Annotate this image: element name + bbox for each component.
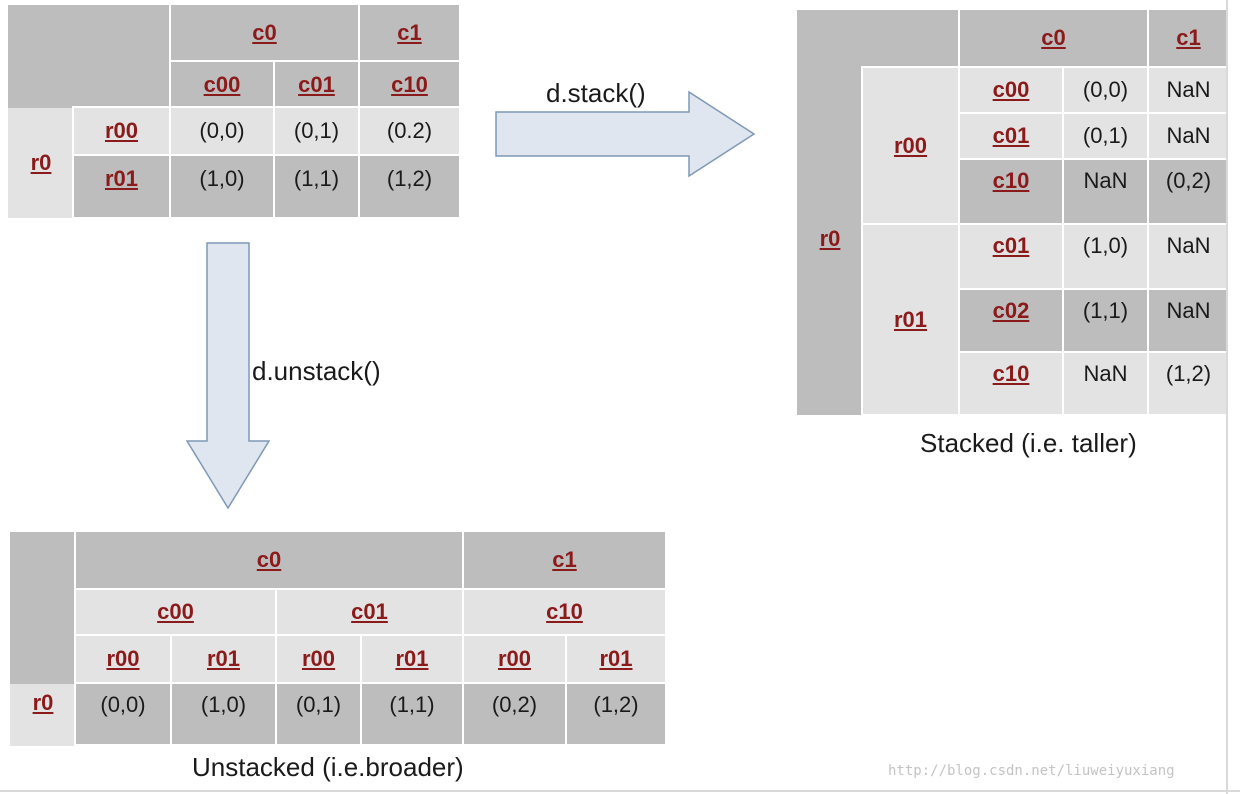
- value-cell: (1,0): [169, 154, 275, 219]
- corner-cell: [797, 10, 960, 68]
- row-header-r0: r0: [8, 108, 74, 218]
- value-cell: NaN: [1147, 223, 1230, 290]
- value-cell: NaN: [1147, 112, 1230, 160]
- row-key: c10: [958, 158, 1064, 225]
- unstacked-caption: Unstacked (i.e.broader): [192, 752, 464, 782]
- value-cell: (0,0): [1062, 66, 1149, 114]
- col-header-r01: r01: [565, 634, 667, 684]
- col-header-r00: r00: [275, 634, 362, 684]
- value-cell: (1,2): [1147, 351, 1230, 416]
- value-cell: (0.2): [358, 106, 461, 156]
- col-header-c01: c01: [273, 60, 360, 109]
- value-cell: (1,2): [565, 682, 667, 746]
- row-header-r01: r01: [861, 223, 960, 416]
- row-key: c01: [958, 112, 1064, 160]
- corner-cell: [8, 5, 171, 108]
- unstack-label: d.unstack(): [252, 356, 381, 386]
- col-header-r00: r00: [74, 634, 172, 684]
- row-header-r0: r0: [797, 66, 863, 415]
- value-cell: (1,0): [170, 682, 277, 746]
- col-header-c0: c0: [169, 3, 360, 62]
- value-cell: NaN: [1062, 351, 1149, 416]
- value-cell: NaN: [1147, 66, 1230, 114]
- col-header-c0: c0: [74, 530, 464, 590]
- row-key: c02: [958, 288, 1064, 353]
- col-header-c01: c01: [275, 588, 464, 636]
- value-cell: (1,1): [360, 682, 464, 746]
- col-header-c00: c00: [169, 60, 275, 109]
- col-header-r00: r00: [462, 634, 567, 684]
- col-header-c10: c10: [358, 60, 461, 109]
- value-cell: (1,1): [273, 154, 360, 219]
- value-cell: (0,1): [273, 106, 360, 156]
- value-cell: (0,2): [1147, 158, 1230, 225]
- right-edge-line: [1226, 0, 1228, 794]
- value-cell: (0,0): [169, 106, 275, 156]
- col-header-c1: c1: [1147, 8, 1230, 68]
- row-header-r01: r01: [72, 154, 171, 219]
- row-header-r00: r00: [861, 66, 960, 225]
- corner-cell: [10, 532, 76, 684]
- col-header-c1: c1: [462, 530, 667, 590]
- col-header-c00: c00: [74, 588, 277, 636]
- value-cell: (1,0): [1062, 223, 1149, 290]
- value-cell: (1,1): [1062, 288, 1149, 353]
- stacked-caption: Stacked (i.e. taller): [920, 428, 1137, 458]
- value-cell: NaN: [1147, 288, 1230, 353]
- value-cell: (1,2): [358, 154, 461, 219]
- col-header-r01: r01: [170, 634, 277, 684]
- value-cell: (0,0): [74, 682, 172, 746]
- row-header-r0: r0: [10, 684, 76, 746]
- row-key: c01: [958, 223, 1064, 290]
- value-cell: (0,2): [462, 682, 567, 746]
- col-header-c0: c0: [958, 8, 1149, 68]
- col-header-r01: r01: [360, 634, 464, 684]
- row-key: c00: [958, 66, 1064, 114]
- stack-label: d.stack(): [546, 78, 646, 108]
- row-key: c10: [958, 351, 1064, 416]
- col-header-c10: c10: [462, 588, 667, 636]
- watermark-text: http://blog.csdn.net/liuweiyuxiang: [888, 763, 1175, 779]
- col-header-c1: c1: [358, 3, 461, 62]
- value-cell: (0,1): [275, 682, 362, 746]
- bottom-edge-line: [0, 790, 1240, 792]
- row-header-r00: r00: [72, 106, 171, 156]
- value-cell: (0,1): [1062, 112, 1149, 160]
- value-cell: NaN: [1062, 158, 1149, 225]
